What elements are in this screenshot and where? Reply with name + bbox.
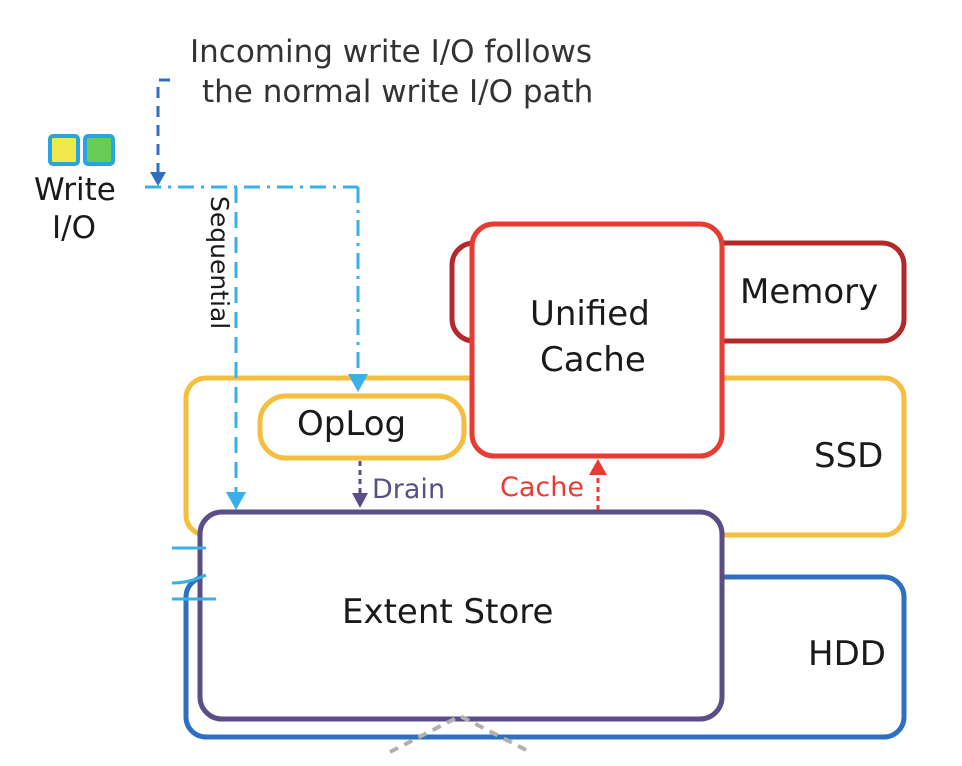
unified-cache-label-line-2: Cache	[540, 340, 646, 380]
ssd-label: SSD	[814, 436, 884, 476]
sequential-label: Sequential	[205, 196, 234, 330]
extent-store-arrowhead	[226, 492, 246, 510]
incoming-write-arrowhead	[150, 172, 166, 186]
extent-store-box	[197, 509, 725, 722]
write-io-label-line-1: Write	[34, 172, 116, 208]
write-io-label-line-2: I/O	[52, 210, 96, 246]
oplog-label: OpLog	[297, 404, 407, 444]
left-stub-curve	[171, 573, 207, 585]
oplog-box	[257, 393, 467, 461]
cache-arrowhead	[589, 459, 607, 475]
annotation-line-2: the normal write I/O path	[202, 74, 594, 110]
write-io-icon	[48, 134, 115, 166]
extent-store-label: Extent Store	[342, 592, 554, 632]
drain-arrowhead	[352, 493, 368, 508]
unified-cache-box	[469, 221, 725, 459]
drain-label: Drain	[372, 474, 446, 505]
oplog-arrowhead	[348, 374, 368, 392]
annotation-line-1: Incoming write I/O follows	[190, 34, 593, 70]
cache-label: Cache	[500, 472, 584, 503]
hdd-label: HDD	[808, 634, 886, 674]
bottom-grey-dashes	[389, 713, 531, 754]
incoming-write-arrow	[156, 78, 170, 172]
memory-label: Memory	[740, 272, 879, 312]
unified-cache-label-line-1: Unified	[530, 294, 650, 334]
